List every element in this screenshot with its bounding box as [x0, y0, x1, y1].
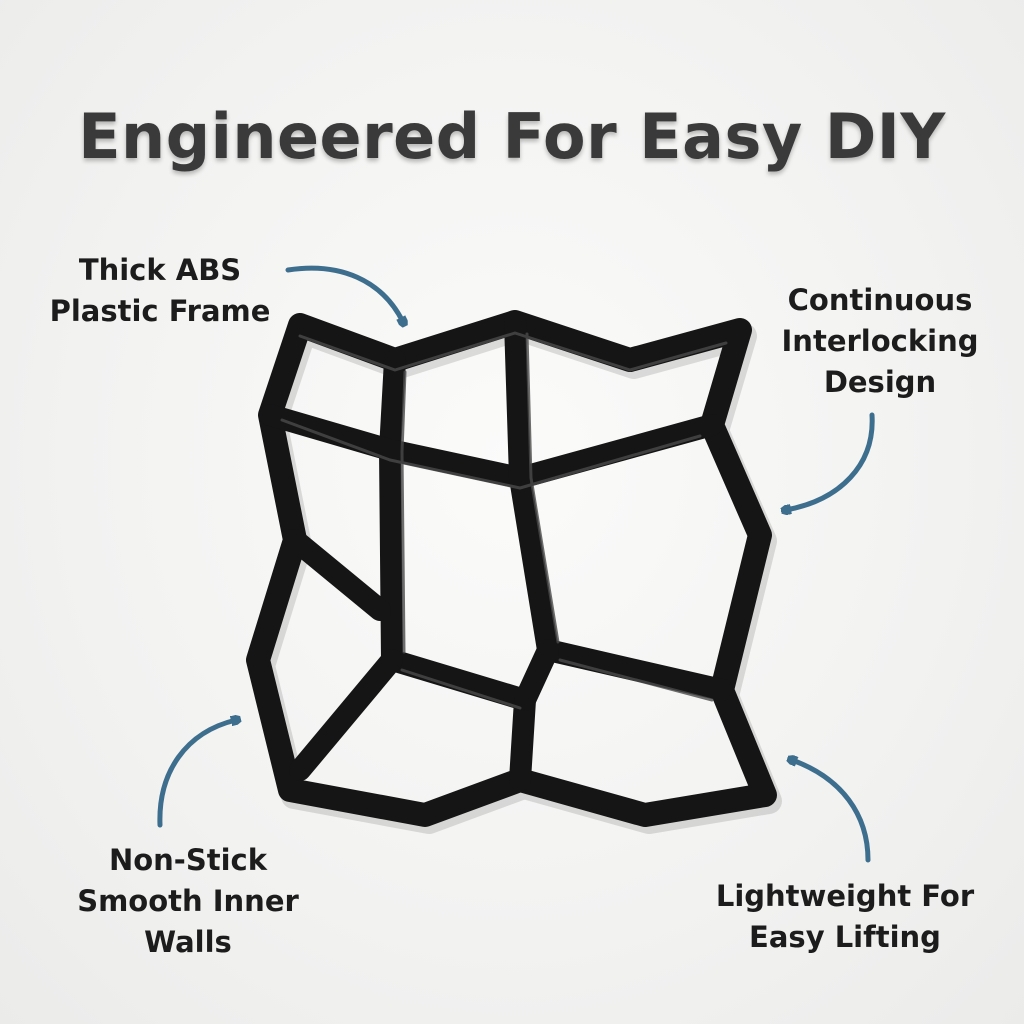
callout-line: Non-Stick — [108, 843, 268, 877]
callout-line: Interlocking — [781, 324, 979, 358]
mold-outer-frame — [246, 310, 777, 827]
callout-thick-abs-frame: Thick ABS Plastic Frame — [30, 250, 290, 332]
callout-line: Easy Lifting — [749, 920, 941, 954]
page-title: Engineered For Easy DIY — [78, 100, 946, 173]
curved-arrow-icon — [157, 720, 236, 828]
curved-arrow-icon — [792, 760, 871, 863]
callout-line: Continuous — [787, 283, 973, 317]
callout-line: Lightweight For — [715, 879, 975, 913]
callout-continuous-interlocking: Continuous Interlocking Design — [760, 280, 1000, 403]
callout-lightweight: Lightweight For Easy Lifting — [700, 876, 990, 958]
mold-highlights — [280, 331, 728, 710]
callout-line: Thick ABS — [78, 253, 242, 287]
callout-line: Smooth Inner — [77, 884, 299, 918]
callout-line: Walls — [144, 925, 232, 959]
curved-arrow-icon — [786, 412, 875, 510]
curved-arrow-icon — [285, 265, 403, 322]
mold-inner-walls — [259, 311, 733, 791]
callout-non-stick-walls: Non-Stick Smooth Inner Walls — [50, 840, 326, 963]
callout-line: Design — [823, 365, 937, 399]
callout-line: Plastic Frame — [49, 294, 271, 328]
